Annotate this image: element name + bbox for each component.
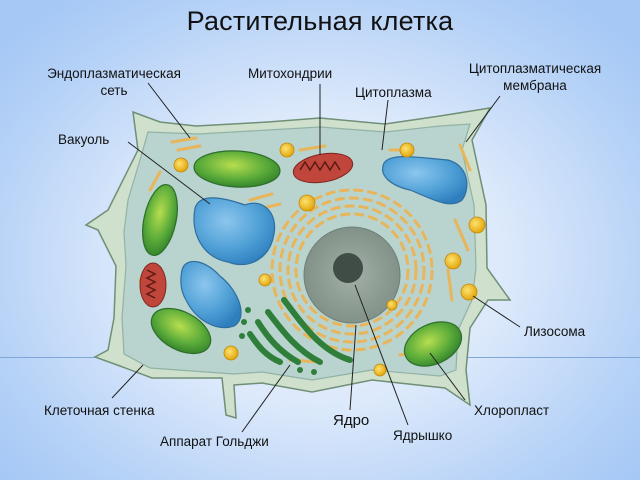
- label-vacuole: Вакуоль: [58, 132, 110, 147]
- label-er-line1: Эндоплазматическая: [47, 66, 181, 81]
- vacuole: [180, 260, 242, 329]
- label-nucleus: Ядро: [333, 412, 370, 429]
- label-cell-wall: Клеточная стенка: [44, 403, 155, 418]
- endoplasmic-reticulum: [270, 188, 434, 352]
- label-cytoplasm: Цитоплазма: [355, 85, 432, 100]
- chloroplast: [193, 150, 281, 188]
- mitochondrion: [139, 262, 167, 308]
- diagram-title: Растительная клетка: [186, 6, 454, 36]
- chloroplast: [403, 321, 463, 367]
- label-nucleolus: Ядрышко: [393, 428, 453, 443]
- nucleolus: [333, 253, 363, 283]
- label-membrane-line2: мембрана: [503, 78, 567, 93]
- label-chloroplast: Хлоропласт: [474, 403, 550, 418]
- label-endoplasmic-reticulum: Эндоплазматическая сеть: [34, 65, 194, 99]
- label-membrane-line1: Цитоплазматическая: [468, 61, 602, 76]
- mitochondrion: [292, 152, 354, 184]
- label-lysosome: Лизосома: [524, 324, 586, 339]
- chloroplast: [142, 184, 178, 256]
- vacuole: [382, 155, 468, 205]
- chloroplast: [150, 307, 212, 355]
- label-golgi-apparatus: Аппарат Гольджи: [160, 434, 269, 449]
- vacuole: [193, 197, 276, 266]
- label-cytoplasmic-membrane: Цитоплазматическая мембрана: [452, 60, 618, 94]
- golgi-apparatus: [247, 297, 353, 365]
- label-mitochondria: Митохондрии: [248, 66, 333, 81]
- leader-lines: [111, 82, 521, 433]
- label-er-line2: сеть: [100, 83, 128, 98]
